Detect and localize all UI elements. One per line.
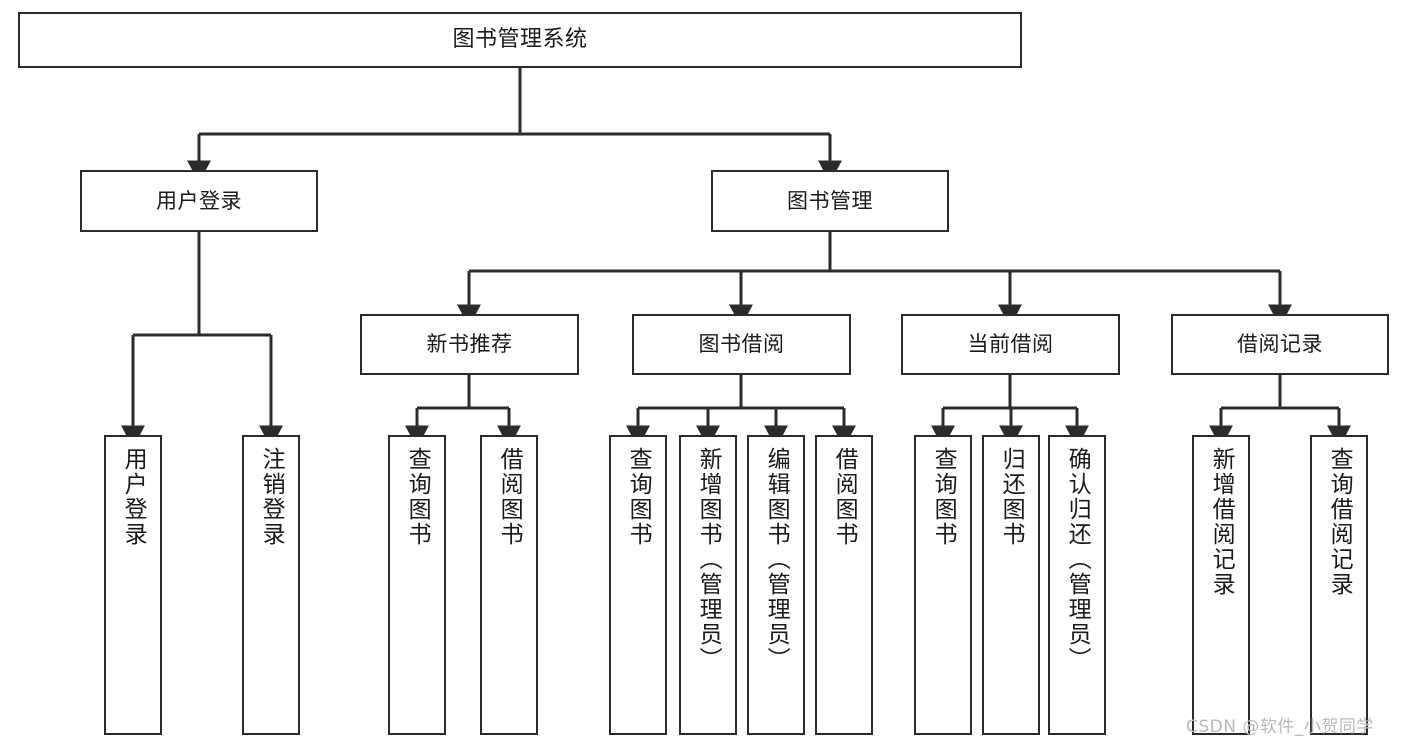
leaf-logout[interactable]: 注销登录 <box>242 435 300 735</box>
leaf-borrow-book-bb-label: 借阅图书 <box>831 447 858 547</box>
node-new-book-rec[interactable]: 新书推荐 <box>360 314 579 375</box>
leaf-query-book-bb[interactable]: 查询图书 <box>609 435 667 735</box>
node-book-manage-label: 图书管理 <box>787 188 873 213</box>
node-book-borrow[interactable]: 图书借阅 <box>632 314 851 375</box>
node-book-manage[interactable]: 图书管理 <box>711 170 949 232</box>
node-user-login[interactable]: 用户登录 <box>80 170 318 232</box>
leaf-user-login-label: 用户登录 <box>120 447 147 547</box>
node-root[interactable]: 图书管理系统 <box>18 12 1022 68</box>
leaf-add-book[interactable]: 新增图书（管理员） <box>679 435 737 735</box>
leaf-return-book-label: 归还图书 <box>998 447 1025 547</box>
leaf-add-record-label: 新增借阅记录 <box>1208 447 1235 597</box>
node-borrow-record[interactable]: 借阅记录 <box>1171 314 1389 375</box>
leaf-query-book-rec[interactable]: 查询图书 <box>388 435 446 735</box>
node-book-borrow-label: 图书借阅 <box>698 332 785 357</box>
leaf-query-book-cb[interactable]: 查询图书 <box>914 435 972 735</box>
leaf-query-book-bb-label: 查询图书 <box>625 447 652 547</box>
leaf-query-book-rec-label: 查询图书 <box>404 447 431 547</box>
leaf-query-record-label: 查询借阅记录 <box>1326 447 1353 597</box>
leaf-borrow-book-rec-label: 借阅图书 <box>496 447 523 547</box>
node-borrow-record-label: 借阅记录 <box>1237 332 1323 357</box>
leaf-query-record[interactable]: 查询借阅记录 <box>1310 435 1368 735</box>
node-current-borrow-label: 当前借阅 <box>967 332 1054 357</box>
leaf-return-book[interactable]: 归还图书 <box>982 435 1040 735</box>
leaf-user-login[interactable]: 用户登录 <box>104 435 162 735</box>
node-current-borrow[interactable]: 当前借阅 <box>901 314 1120 375</box>
leaf-add-record[interactable]: 新增借阅记录 <box>1192 435 1250 735</box>
leaf-add-book-label: 新增图书（管理员） <box>695 447 722 672</box>
node-user-login-label: 用户登录 <box>156 188 242 213</box>
leaf-confirm-return-label: 确认归还（管理员） <box>1064 447 1091 672</box>
leaf-edit-book[interactable]: 编辑图书（管理员） <box>747 435 805 735</box>
leaf-borrow-book-rec[interactable]: 借阅图书 <box>480 435 538 735</box>
node-new-book-rec-label: 新书推荐 <box>426 332 513 357</box>
leaf-query-book-cb-label: 查询图书 <box>930 447 957 547</box>
leaf-edit-book-label: 编辑图书（管理员） <box>763 447 790 672</box>
leaf-logout-label: 注销登录 <box>258 447 285 547</box>
leaf-confirm-return[interactable]: 确认归还（管理员） <box>1048 435 1106 735</box>
node-root-label: 图书管理系统 <box>452 27 588 53</box>
leaf-borrow-book-bb[interactable]: 借阅图书 <box>815 435 873 735</box>
